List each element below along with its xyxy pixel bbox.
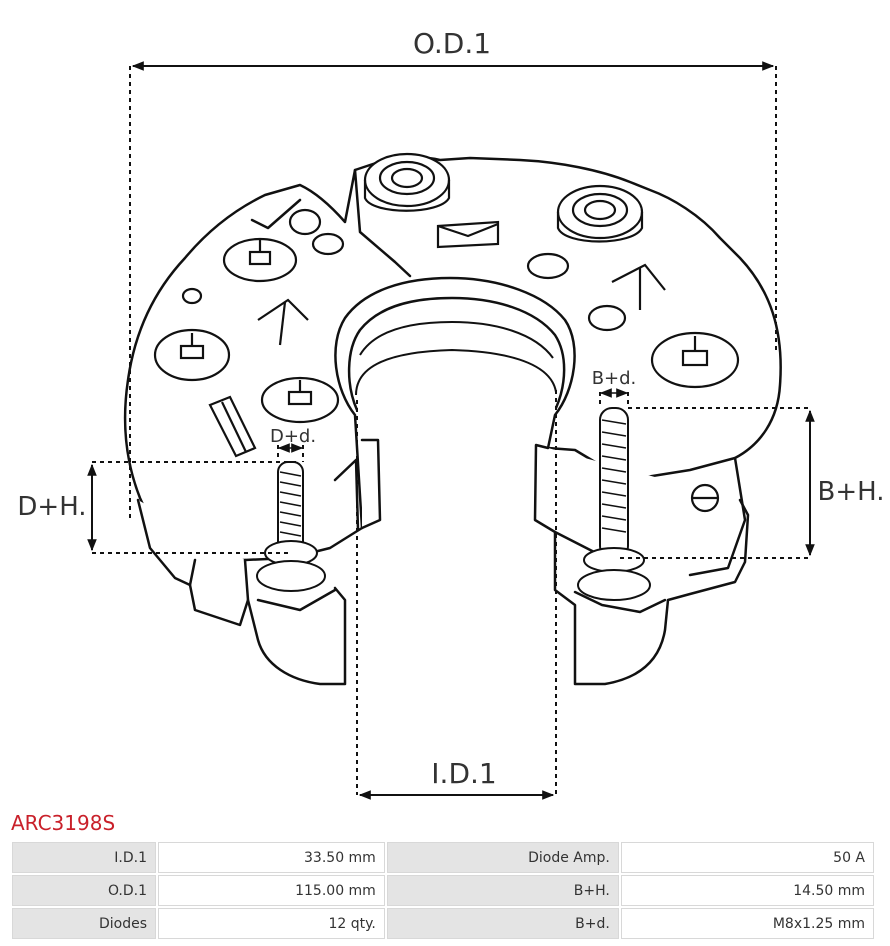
part-code-title: ARC3198S (11, 811, 116, 835)
id1-label: I.D.1 (431, 757, 496, 790)
table-row: O.D.1 115.00 mm B+H. 14.50 mm (12, 875, 874, 906)
spec-value: 33.50 mm (158, 842, 385, 873)
dh-label: D+H. (17, 492, 86, 522)
specs-table: I.D.1 33.50 mm Diode Amp. 50 A O.D.1 115… (10, 840, 876, 941)
rectifier-technical-drawing: O.D.1 I.D.1 D+H. D+d. B+H. B+d. (17, 27, 885, 800)
dimension-arrows (87, 61, 815, 800)
spec-label: Diode Amp. (386, 842, 619, 873)
spec-value: 12 qty. (158, 908, 385, 939)
terminal-bolts (256, 407, 651, 601)
table-row: Diodes 12 qty. B+d. M8x1.25 mm (12, 908, 874, 939)
table-row: I.D.1 33.50 mm Diode Amp. 50 A (12, 842, 874, 873)
spec-label: O.D.1 (12, 875, 156, 906)
spec-value: 115.00 mm (158, 875, 385, 906)
spec-value: M8x1.25 mm (620, 908, 874, 939)
dd-label: D+d. (270, 426, 316, 447)
spec-label: B+H. (386, 875, 619, 906)
spec-value: 14.50 mm (620, 875, 874, 906)
rectifier-features (153, 152, 740, 513)
od1-label: O.D.1 (413, 27, 491, 60)
spec-label: B+d. (386, 908, 619, 939)
bh-label: B+H. (818, 477, 885, 507)
spec-label: Diodes (12, 908, 156, 939)
inner-bore (347, 296, 566, 411)
spec-value: 50 A (620, 842, 874, 873)
bd-label: B+d. (592, 368, 637, 389)
spec-label: I.D.1 (12, 842, 156, 873)
